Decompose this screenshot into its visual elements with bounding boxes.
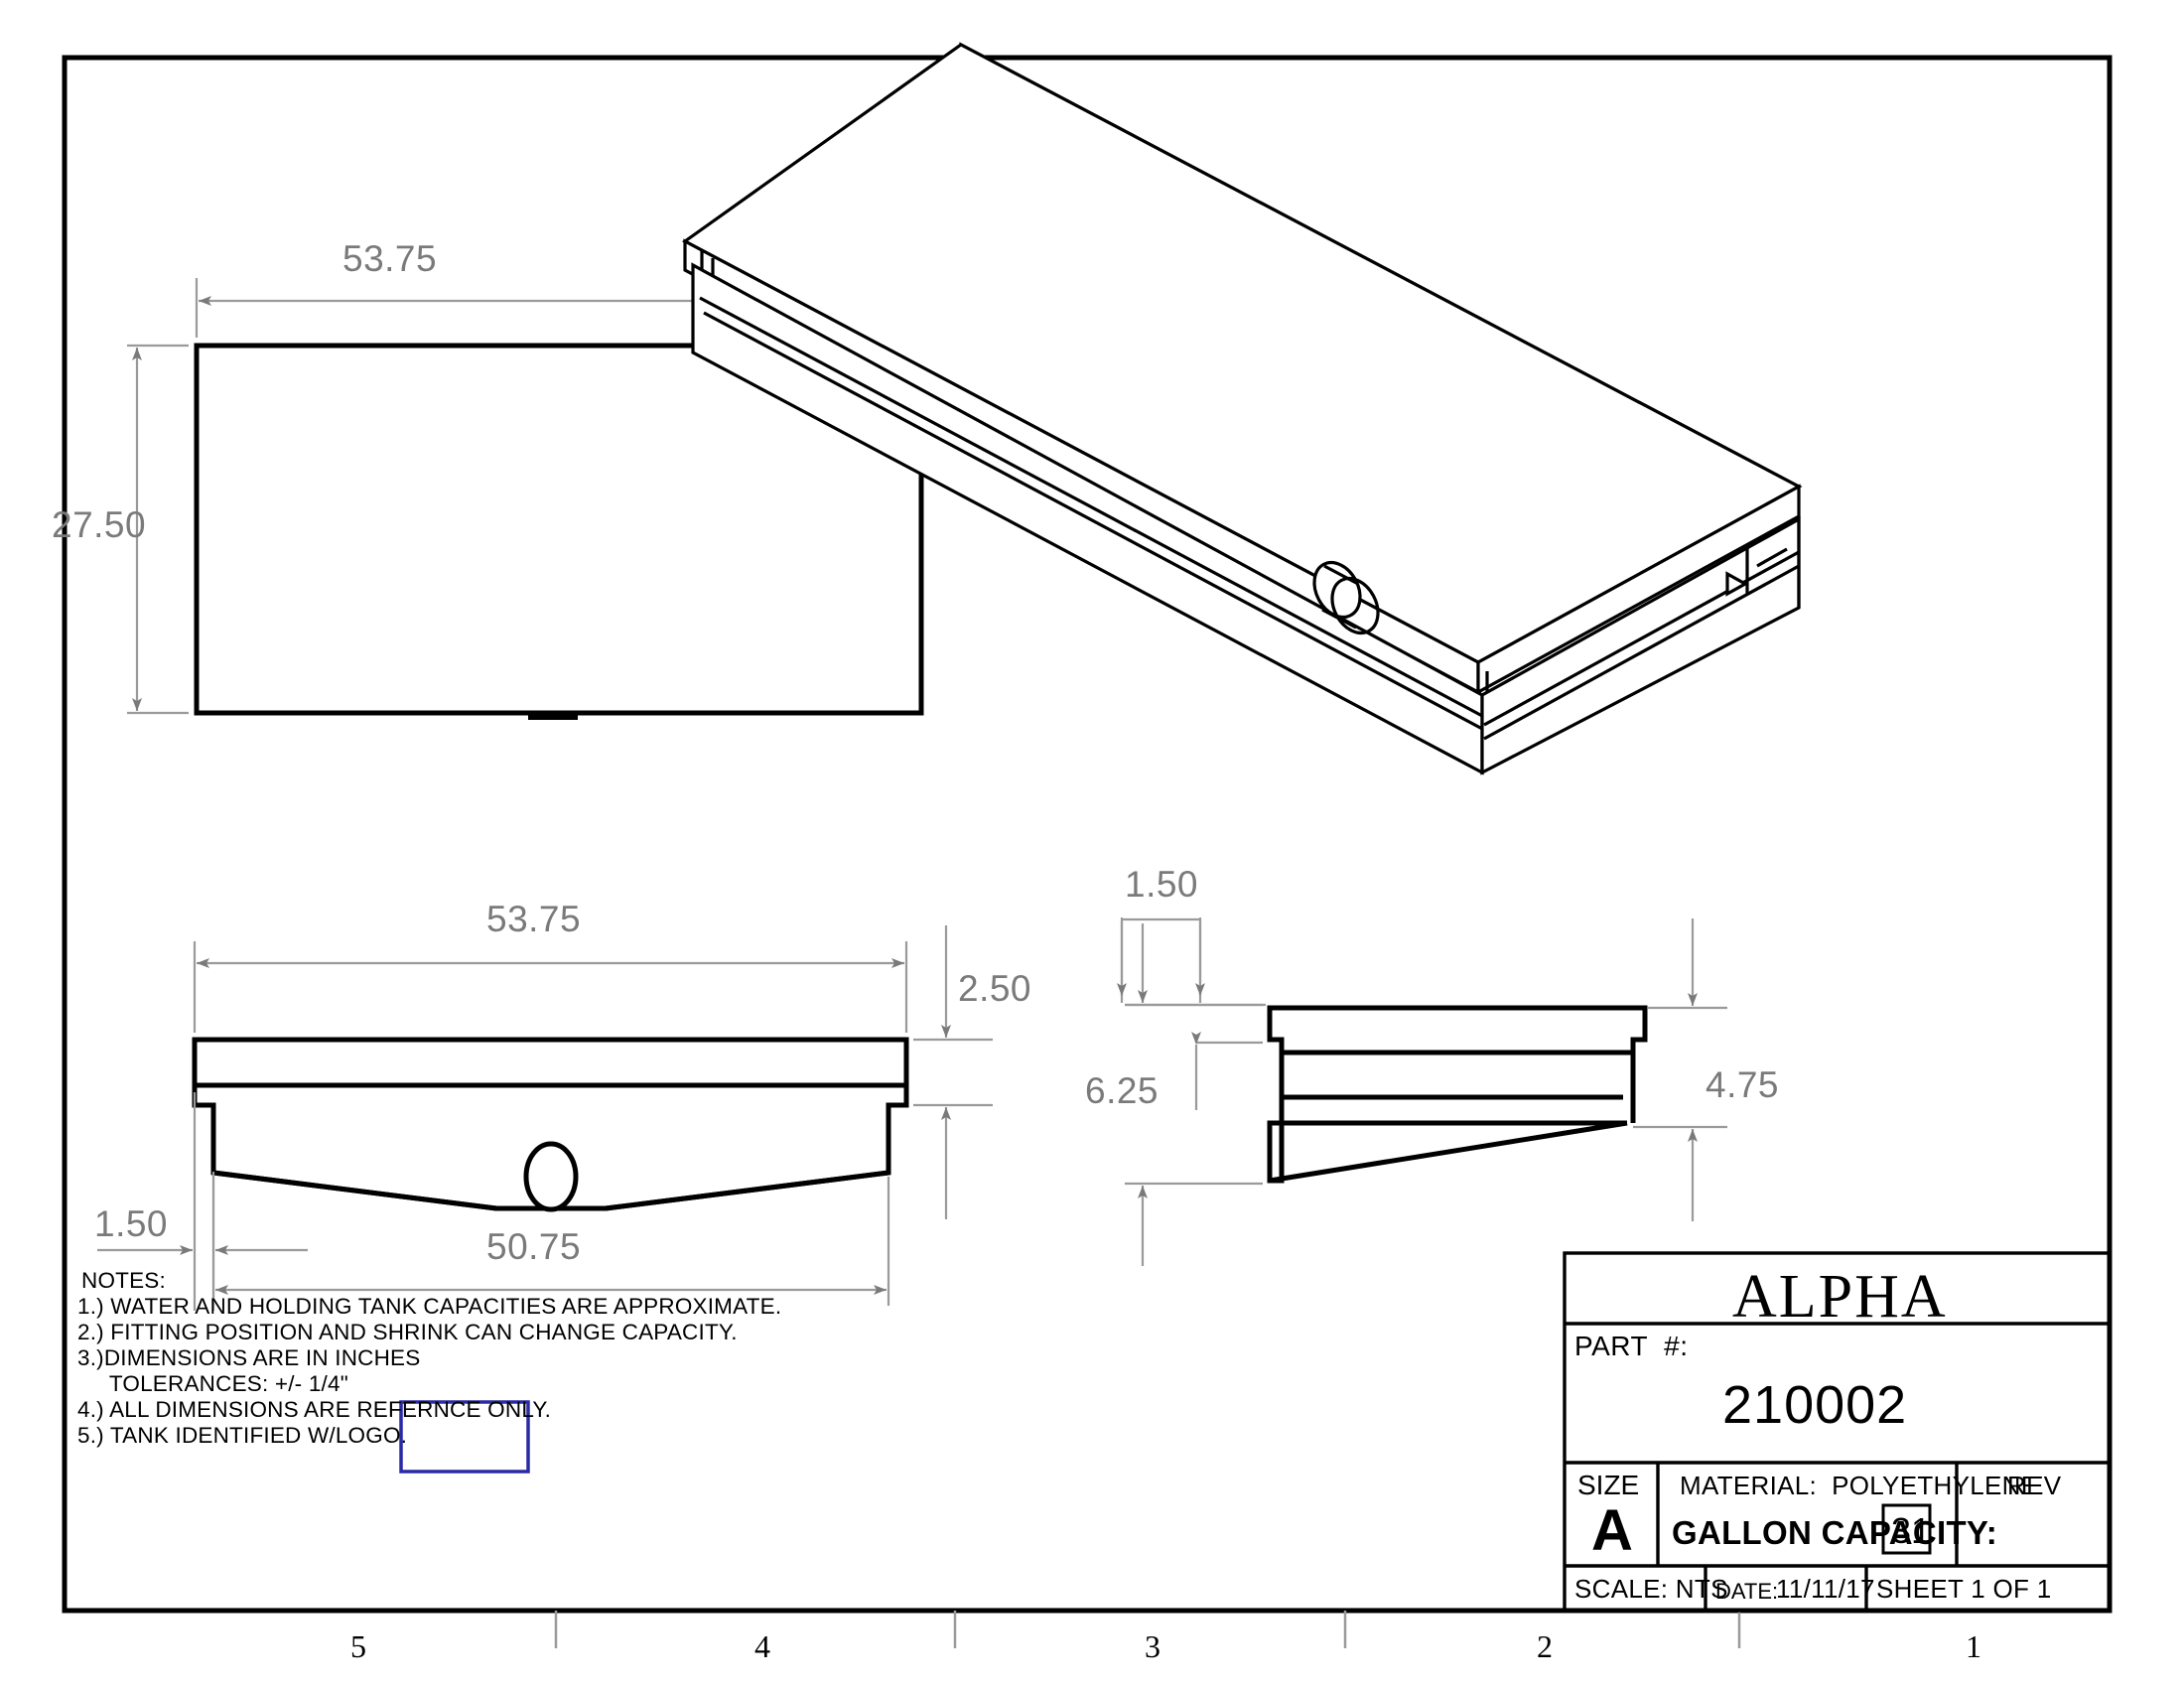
front-view-dim-inner-width — [211, 1177, 890, 1306]
side-view-dim-overall-height-label: 6.25 — [1085, 1070, 1160, 1111]
size-value: A — [1591, 1498, 1633, 1563]
side-view-dim-body-height — [1633, 918, 1727, 1221]
front-view-fitting — [523, 1141, 579, 1212]
note-item-3-tolerance: TOLERANCES: +/- 1/4" — [77, 1371, 348, 1396]
material-label: MATERIAL: POLYETHYLENE — [1680, 1471, 2039, 1500]
zone-marker-4: 4 — [754, 1628, 770, 1664]
notes-heading: NOTES: — [81, 1268, 166, 1293]
front-view-dim-lip-offset-label: 1.50 — [94, 1203, 169, 1244]
part-number-label: PART #: — [1574, 1331, 1689, 1361]
note-item-4: 4.) ALL DIMENSIONS ARE REFERNCE ONLY. — [77, 1397, 552, 1422]
note-item-1: 1.) WATER AND HOLDING TANK CAPACITIES AR… — [77, 1294, 782, 1319]
date-value: 11/11/17 — [1776, 1574, 1875, 1604]
logo-placeholder-box — [399, 1400, 530, 1474]
front-view-dim-width-label: 53.75 — [486, 899, 582, 939]
zone-marker-5: 5 — [350, 1628, 366, 1664]
zone-marker-3: 3 — [1145, 1628, 1160, 1664]
zone-marker-1: 1 — [1966, 1628, 1981, 1664]
part-number-value: 210002 — [1722, 1375, 1908, 1435]
date-label: DATE: — [1715, 1579, 1779, 1604]
sheet-border — [62, 55, 2113, 1614]
title-block-frame — [1563, 1251, 2112, 1613]
side-view-dim-lip-offset-label: 1.50 — [1125, 864, 1199, 905]
top-view-dim-height-label: 27.50 — [52, 504, 147, 545]
note-item-2: 2.) FITTING POSITION AND SHRINK CAN CHAN… — [77, 1320, 738, 1344]
sheet-label: SHEET 1 OF 1 — [1876, 1574, 2052, 1604]
zone-marker-2: 2 — [1537, 1628, 1553, 1664]
side-view-dim-overall-height — [1125, 923, 1263, 1266]
note-item-3: 3.)DIMENSIONS ARE IN INCHES — [77, 1345, 421, 1370]
front-view-dim-width — [193, 941, 908, 1033]
zone-tick-marks — [554, 1611, 1741, 1648]
gallon-capacity-value: 31 — [1891, 1510, 1932, 1551]
size-label: SIZE — [1577, 1470, 1640, 1500]
front-view-dim-inner-width-label: 50.75 — [486, 1226, 582, 1267]
side-view-geometry — [1267, 1005, 1648, 1184]
rev-label: REV — [2007, 1471, 2062, 1500]
iso-view-geometry — [681, 42, 1803, 775]
scale-label: SCALE: NTS — [1574, 1574, 1728, 1604]
gallon-capacity-label: GALLON CAPACITY: — [1672, 1514, 1998, 1551]
front-view-dim-lip-height — [913, 925, 993, 1219]
note-item-5: 5.) TANK IDENTIFIED W/LOGO. — [77, 1423, 408, 1448]
company-name: ALPHA — [1732, 1263, 1948, 1331]
top-view-dim-width-label: 53.75 — [342, 238, 438, 279]
front-view-dim-lip-height-label: 2.50 — [958, 968, 1032, 1009]
top-view-dim-height — [127, 344, 189, 715]
side-view-dim-body-height-label: 4.75 — [1706, 1064, 1780, 1105]
